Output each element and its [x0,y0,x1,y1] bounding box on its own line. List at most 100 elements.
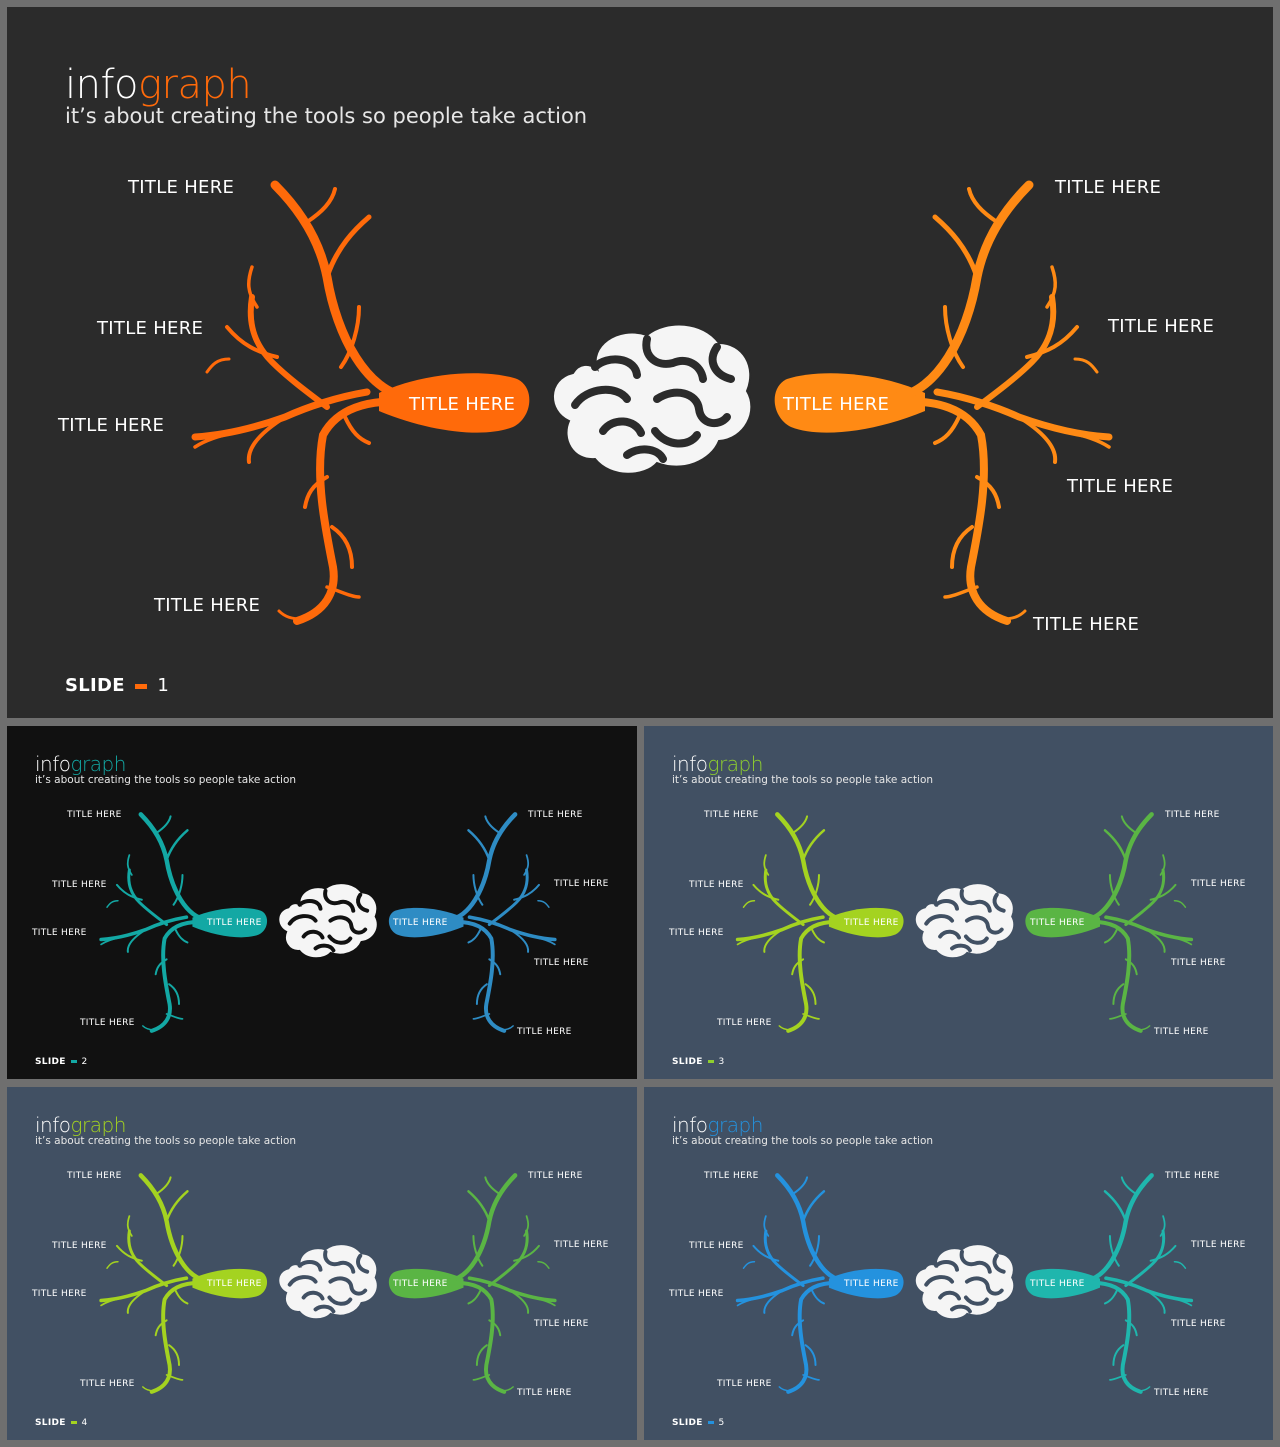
brand-prefix: info [672,752,708,776]
slide-5: infograph it’s about creating the tools … [644,1087,1273,1440]
brain-fold [356,892,370,913]
brain-fold [591,355,641,379]
slide-number: 4 [81,1418,88,1428]
brand-logo: infograph [35,754,126,774]
branch-stroke [155,1176,172,1195]
trunk-label-right: TITLE HERE [1030,1279,1085,1289]
branch-label-left-2: TITLE HERE [97,318,204,339]
slide-3: infograph it’s about creating the tools … [644,726,1273,1079]
slide-4: infograph it’s about creating the tools … [7,1087,637,1440]
branch-stroke [792,1176,809,1195]
brain-fold [964,1276,1004,1296]
branch-stroke [100,936,123,946]
branch-stroke [1103,928,1118,944]
branch-label-right-3: TITLE HERE [1067,476,1174,497]
branch-stroke [791,1319,805,1337]
branch-stroke [165,1374,184,1381]
slide-label: SLIDE [672,1418,703,1428]
branch-stroke [165,829,189,862]
branch-stroke [778,1025,792,1031]
branch-label-right-2: TITLE HERE [554,879,609,889]
branch-stroke [742,1261,756,1269]
branch-label-left-3: TITLE HERE [669,1289,724,1299]
brain-icon [552,323,753,475]
branch-stroke [804,1344,817,1367]
tree-diagram [735,812,1194,1033]
branch-stroke [500,1025,514,1031]
brain-fold [301,929,325,940]
branch-label-left-3: TITLE HERE [32,928,87,938]
brain-fold [924,914,955,926]
branch-stroke [537,1261,550,1269]
branch-stroke [247,294,330,410]
brain-fold [992,1253,1006,1274]
branch-label-left-1: TITLE HERE [128,177,235,198]
trunk-blob-right [388,907,464,938]
slide-label: SLIDE [35,1418,66,1428]
brain-fold [963,1295,989,1306]
branch-stroke [149,919,209,1033]
branch-stroke [809,873,820,906]
branch-stroke [149,1280,209,1394]
branch-stroke [792,815,809,834]
branch-stroke [127,868,169,927]
brain-fold [356,1253,370,1274]
tree-diagram [99,812,557,1033]
branch-stroke [172,1234,184,1267]
trunk-blob-right [1025,1268,1100,1299]
branch-stroke [472,1234,484,1267]
trunk-blob-right [388,1268,464,1299]
brand-logo: infograph [672,754,763,774]
branch-stroke [488,958,502,976]
branch-stroke [932,214,980,280]
accent-bar [707,1060,714,1063]
branch-stroke [1137,1025,1151,1031]
accent-bar [707,1421,714,1424]
branch-stroke [100,1297,123,1307]
brain-fold [651,427,701,448]
branch-stroke [1159,854,1166,876]
brain-fold [297,1260,323,1272]
brain-fold [327,934,353,945]
branch-stroke [115,883,143,901]
branch-stroke [811,928,825,944]
branch-stroke [975,475,1001,509]
brain-fold [599,417,645,437]
branch-stroke [1025,325,1079,359]
slide-number: 5 [718,1418,725,1428]
branch-label-right-3: TITLE HERE [534,1319,589,1329]
left-branch-tree [99,1173,268,1394]
branch-stroke [115,1244,143,1262]
brain-fold [934,899,959,911]
branch-stroke [246,417,284,464]
tagline: it’s about creating the tools so people … [35,774,297,786]
branch-stroke [324,214,372,280]
slide-label: SLIDE [35,1057,66,1067]
accent-bar [70,1060,77,1063]
branch-stroke [1149,883,1177,901]
branch-stroke [1159,1215,1166,1237]
trunk-blob-right [1025,907,1100,938]
branch-stroke [1084,1280,1143,1394]
branch-stroke [802,1374,820,1381]
branch-stroke [174,928,189,944]
brain-fold [323,1249,356,1274]
brain-fold [964,915,1004,935]
branch-label-left-3: TITLE HERE [32,1289,87,1299]
branch-stroke [809,1234,820,1267]
branch-stroke [127,1229,169,1288]
branch-label-left-3: TITLE HERE [669,928,724,938]
branch-stroke [155,815,172,834]
branch-stroke [786,919,845,1033]
branch-stroke [154,958,168,976]
branch-stroke [752,1244,780,1262]
branch-stroke [967,187,999,224]
branch-stroke [1147,1290,1166,1314]
branch-stroke [1073,357,1099,374]
branch-label-left-3: TITLE HERE [58,415,165,436]
branch-stroke [467,1289,482,1305]
branch-label-right-2: TITLE HERE [1108,316,1215,337]
left-branch-tree [735,1173,904,1394]
branch-stroke [510,929,530,953]
branch-stroke [943,585,979,599]
